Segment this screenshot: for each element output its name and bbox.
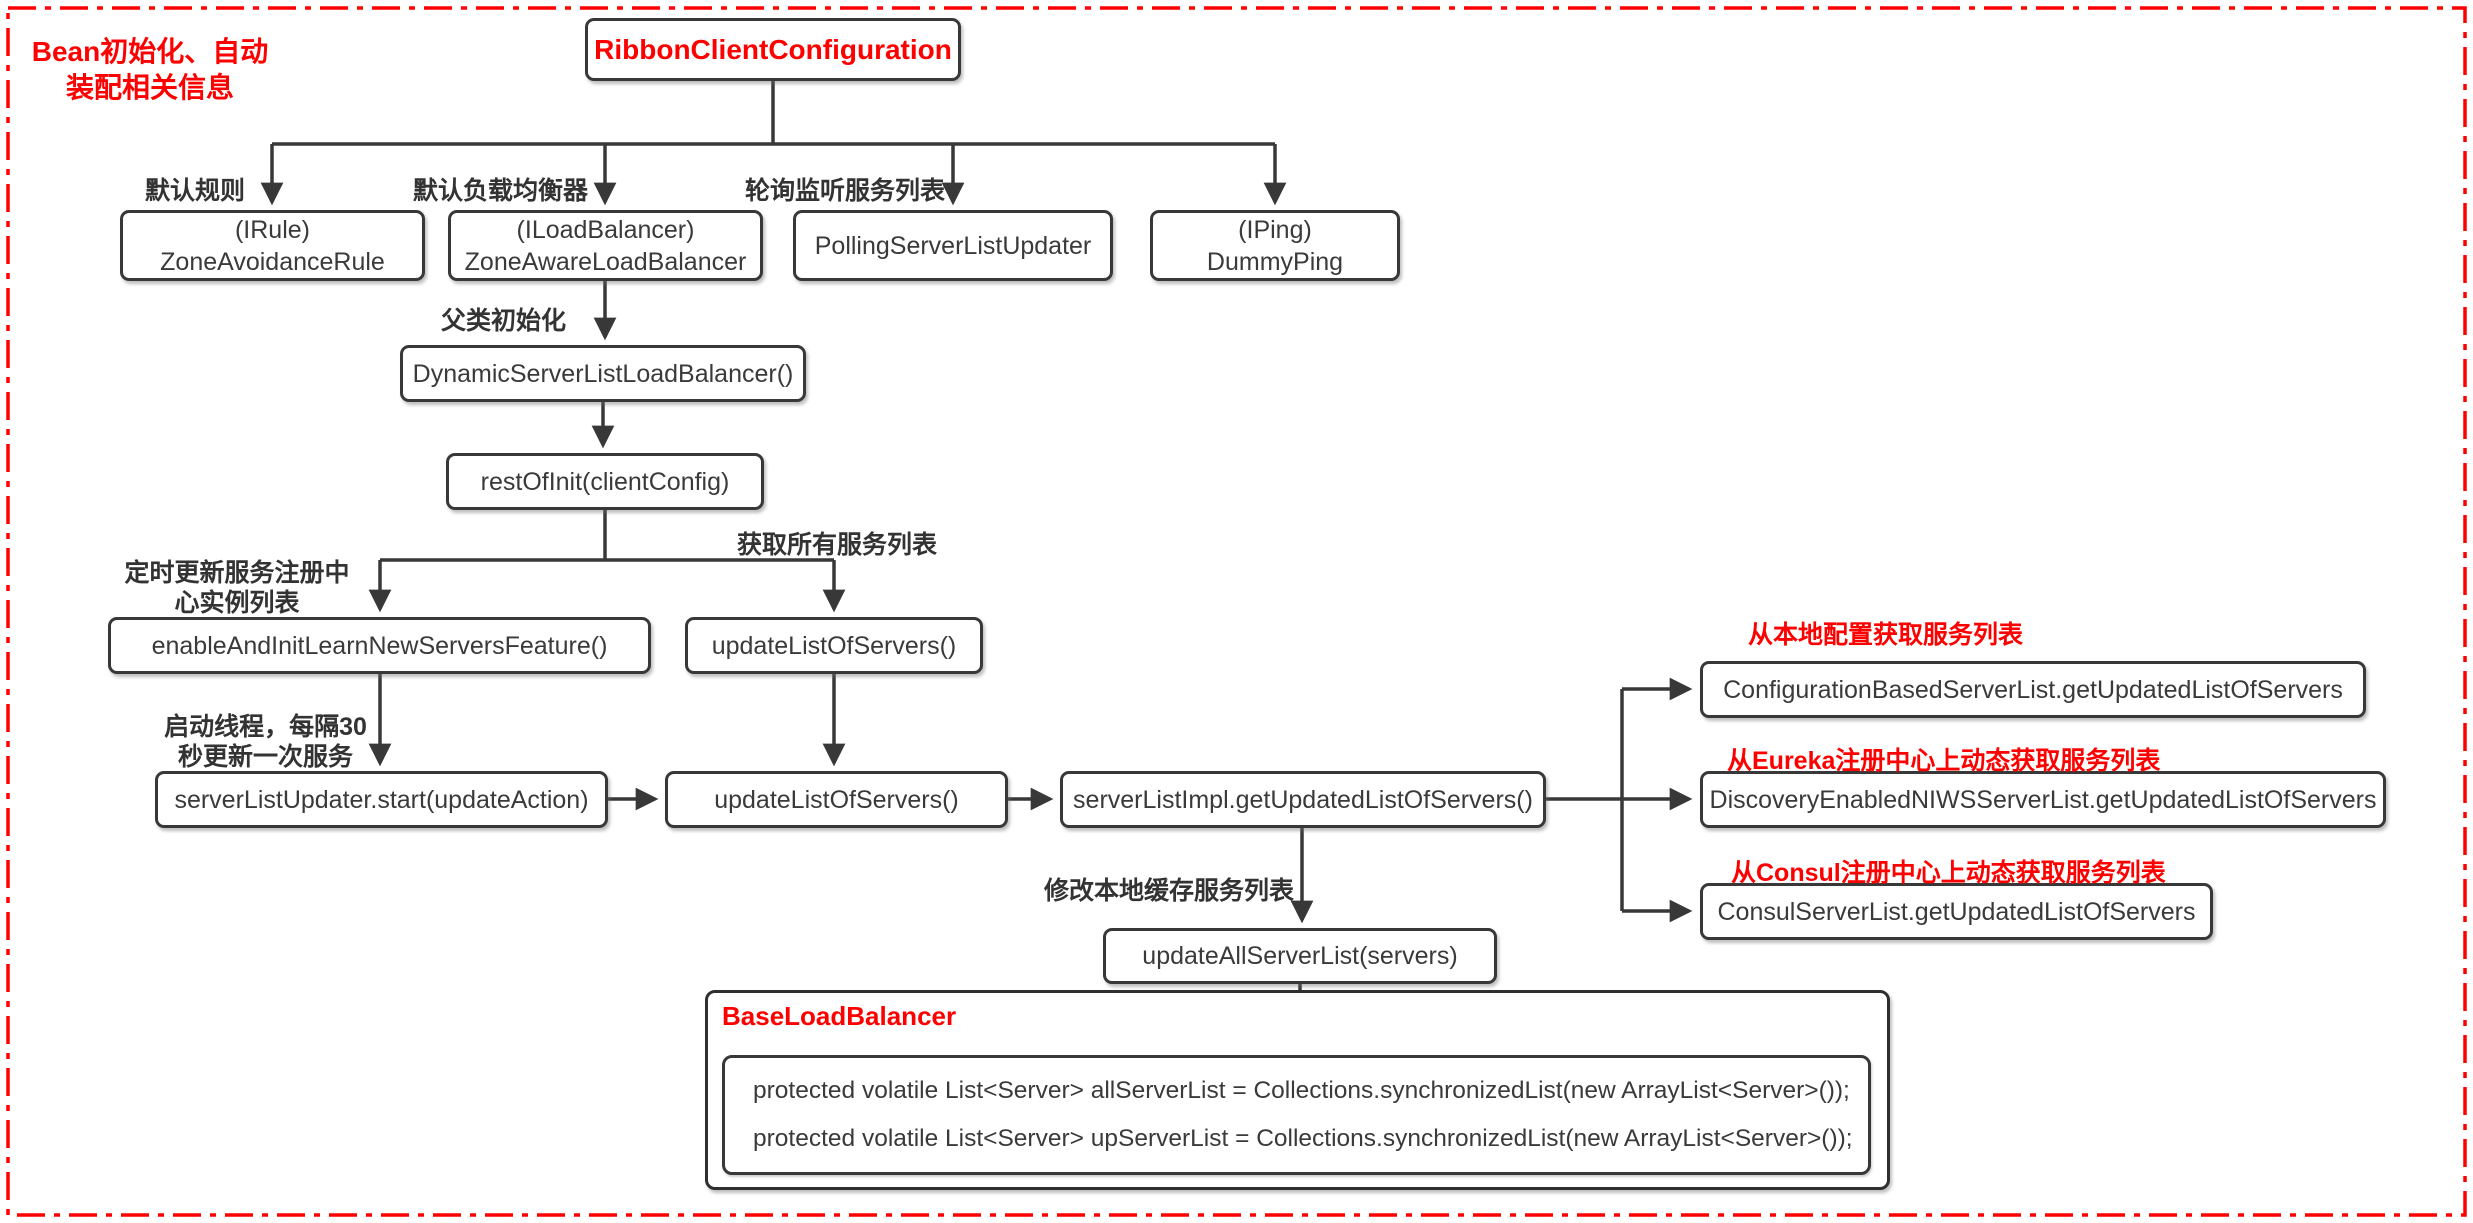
label-default-load-balancer: 默认负载均衡器 — [413, 177, 589, 205]
node-label-line1: (ILoadBalancer) — [516, 215, 695, 244]
note-bean-init: Bean初始化、自动 装配相关信息 — [28, 34, 272, 106]
label-line2: 秒更新一次服务 — [177, 743, 353, 771]
label-default-rule: 默认规则 — [145, 177, 246, 205]
node-label: ConsulServerList.getUpdatedListOfServers — [1717, 897, 2196, 926]
node-label: RibbonClientConfiguration — [594, 33, 952, 65]
node-discovery-enabled-niws-server-list: DiscoveryEnabledNIWSServerList.getUpdate… — [1700, 771, 2386, 828]
note-line-1: Bean初始化、自动 — [31, 36, 269, 67]
node-rest-of-init: restOfInit(clientConfig) — [446, 453, 764, 510]
base-load-balancer-title: BaseLoadBalancer — [722, 1001, 957, 1031]
label-line1: 启动线程，每隔30 — [164, 713, 367, 741]
node-zone-aware-load-balancer: (ILoadBalancer) ZoneAwareLoadBalancer — [448, 210, 763, 281]
code-box: protected volatile List<Server> allServe… — [722, 1055, 1871, 1175]
node-dynamic-server-list-load-balancer: DynamicServerListLoadBalancer() — [400, 345, 806, 402]
node-update-all-server-list: updateAllServerList(servers) — [1103, 928, 1497, 984]
node-label-line1: (IRule) — [234, 215, 310, 244]
code-line-1: protected volatile List<Server> allServe… — [753, 1077, 1850, 1105]
label-polling-listen: 轮询监听服务列表 — [745, 177, 946, 205]
node-label-line2: ZoneAvoidanceRule — [160, 247, 385, 276]
label-from-local-config: 从本地配置获取服务列表 — [1748, 621, 2024, 649]
node-polling-server-list-updater: PollingServerListUpdater — [793, 210, 1113, 281]
node-label: serverListUpdater.start(updateAction) — [174, 785, 589, 814]
node-label: DynamicServerListLoadBalancer() — [412, 359, 794, 388]
node-label: ConfigurationBasedServerList.getUpdatedL… — [1723, 675, 2343, 704]
node-configuration-based-server-list: ConfigurationBasedServerList.getUpdatedL… — [1700, 661, 2366, 718]
label-line2: 心实例列表 — [174, 589, 300, 617]
node-dummy-ping: (IPing) DummyPing — [1150, 210, 1400, 281]
node-update-list-of-servers-1: updateListOfServers() — [685, 617, 983, 674]
node-label: updateListOfServers() — [711, 631, 957, 660]
label-from-eureka: 从Eureka注册中心上动态获取服务列表 — [1727, 747, 2161, 775]
node-enable-and-init-learn-new-servers-feature: enableAndInitLearnNewServersFeature() — [108, 617, 651, 674]
label-parent-init: 父类初始化 — [441, 307, 567, 335]
node-label: updateAllServerList(servers) — [1142, 942, 1458, 970]
node-server-list-updater-start: serverListUpdater.start(updateAction) — [155, 771, 608, 828]
node-zone-avoidance-rule: (IRule) ZoneAvoidanceRule — [120, 210, 425, 281]
label-start-thread: 启动线程，每隔30 秒更新一次服务 — [138, 712, 393, 772]
label-line1: 定时更新服务注册中 — [124, 559, 350, 587]
node-update-list-of-servers-2: updateListOfServers() — [665, 771, 1008, 828]
node-label: DiscoveryEnabledNIWSServerList.getUpdate… — [1709, 785, 2377, 814]
node-consul-server-list: ConsulServerList.getUpdatedListOfServers — [1700, 883, 2213, 940]
node-label: updateListOfServers() — [714, 785, 959, 814]
node-ribbon-client-configuration: RibbonClientConfiguration — [585, 18, 961, 81]
node-label: PollingServerListUpdater — [814, 231, 1092, 260]
label-modify-local-cache: 修改本地缓存服务列表 — [1044, 877, 1295, 905]
node-label: serverListImpl.getUpdatedListOfServers() — [1073, 785, 1533, 814]
code-line-2: protected volatile List<Server> upServer… — [753, 1124, 1853, 1152]
node-server-list-impl-get-updated: serverListImpl.getUpdatedListOfServers() — [1060, 771, 1546, 828]
label-get-all-services: 获取所有服务列表 — [737, 531, 938, 559]
node-label-line2: DummyPing — [1206, 247, 1344, 276]
label-from-consul: 从Consul注册中心上动态获取服务列表 — [1731, 859, 2166, 887]
node-label: enableAndInitLearnNewServersFeature() — [151, 631, 608, 660]
node-label: restOfInit(clientConfig) — [480, 467, 730, 496]
note-line-2: 装配相关信息 — [65, 72, 234, 103]
base-load-balancer-panel: BaseLoadBalancer protected volatile List… — [705, 990, 1890, 1190]
node-label-line2: ZoneAwareLoadBalancer — [464, 247, 747, 276]
node-label-line1: (IPing) — [1238, 215, 1312, 244]
diagram-border — [6, 6, 2467, 1217]
label-timed-update: 定时更新服务注册中 心实例列表 — [112, 558, 362, 618]
